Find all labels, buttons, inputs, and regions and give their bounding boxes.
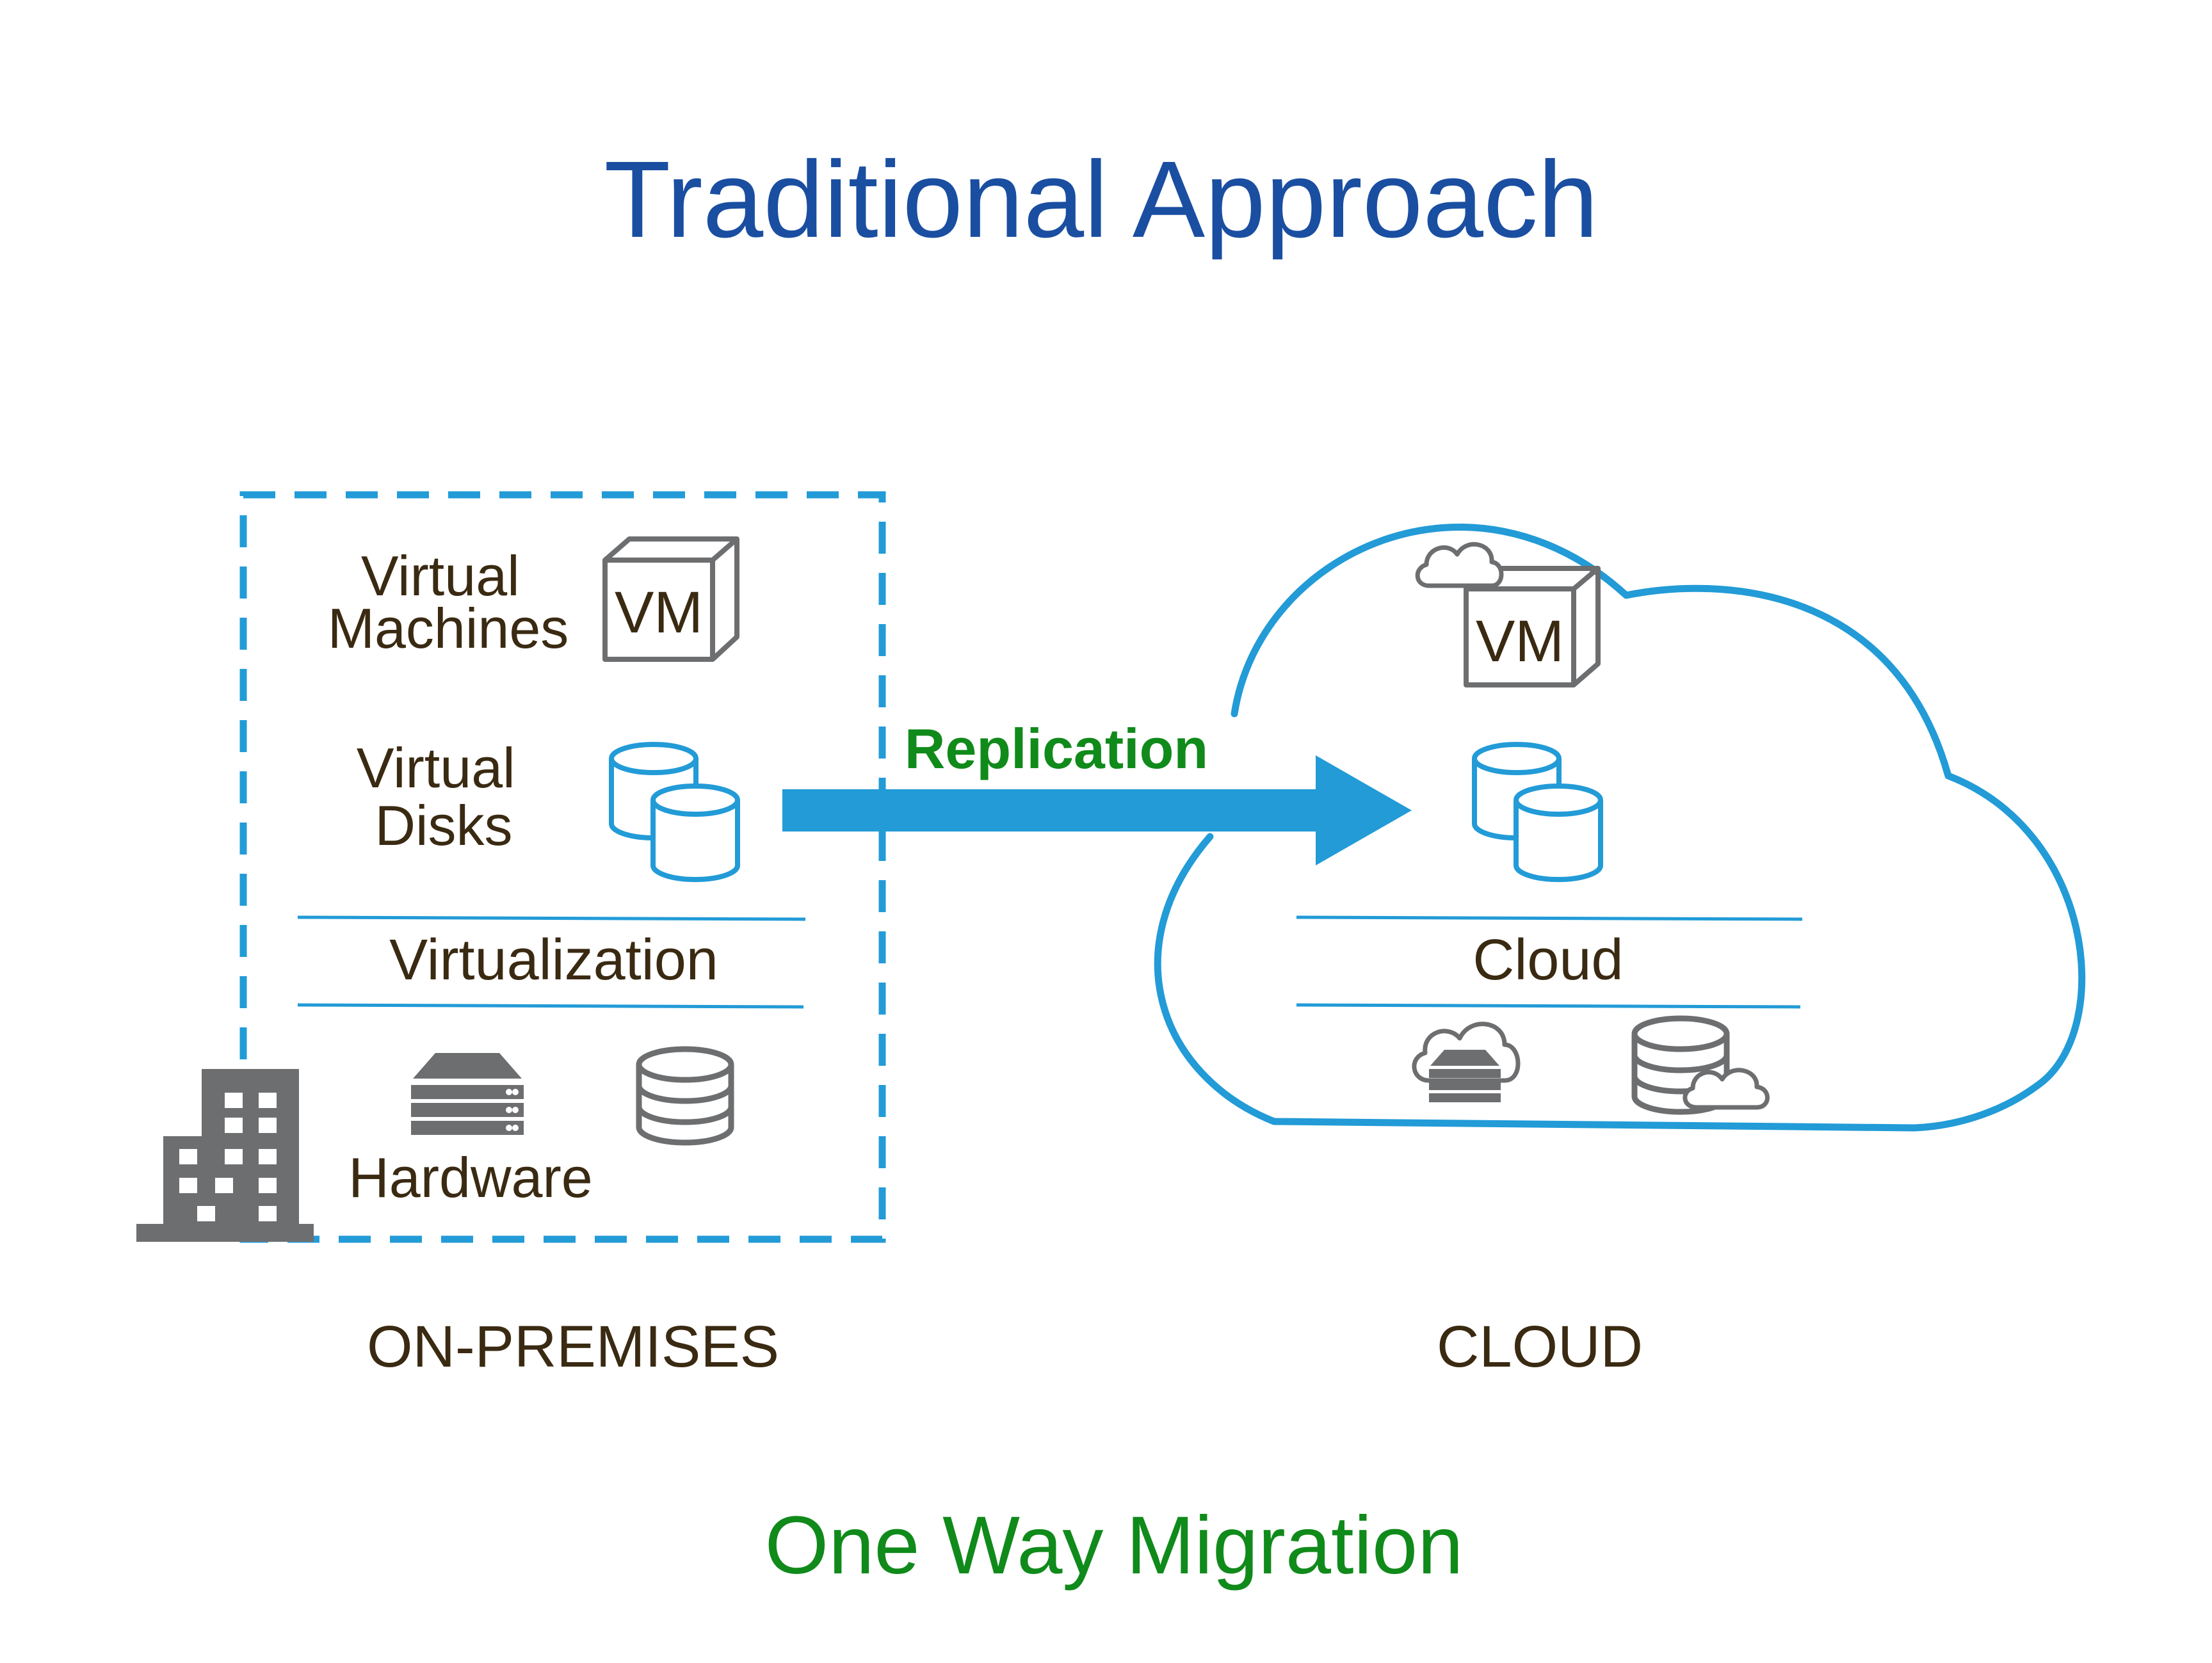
cloud-layer-top-line	[1296, 915, 1803, 921]
building-icon	[136, 1069, 314, 1242]
virtualization-bottom-line	[297, 1003, 804, 1009]
virtualization-top-line	[297, 915, 806, 921]
cloud-disks-icon	[1472, 742, 1603, 882]
on-premises-dashed-boundary	[239, 491, 886, 1243]
cloud-layer-bottom-line	[1296, 1003, 1801, 1009]
virtual-disks-label: Virtual Disks	[357, 736, 531, 857]
virtualization-label: Virtualization	[389, 928, 718, 992]
replication-arrow	[782, 755, 1412, 865]
vm-box-icon: VM	[602, 536, 739, 662]
virtual-machines-label: Virtual Machines	[328, 544, 569, 660]
cloud-database-icon	[1631, 1015, 1770, 1115]
replication-label: Replication	[905, 717, 1208, 780]
hardware-label: Hardware	[348, 1146, 592, 1209]
svg-text:VM: VM	[615, 580, 703, 645]
diagram-title: Traditional Approach	[604, 139, 1599, 261]
cloud-label: CLOUD	[1437, 1314, 1643, 1379]
database-icon	[636, 1046, 734, 1146]
cloud-outline	[1154, 524, 2086, 1132]
server-icon	[411, 1053, 524, 1135]
cloud-server-icon	[1412, 1022, 1521, 1102]
cloud-layer-label: Cloud	[1473, 928, 1623, 992]
cloud-vm-icon: VM	[1415, 542, 1601, 687]
disks-icon	[609, 742, 740, 882]
on-premises-label: ON-PREMISES	[367, 1314, 779, 1379]
svg-text:VM: VM	[1476, 609, 1564, 674]
footer-caption: One Way Migration	[765, 1500, 1464, 1591]
